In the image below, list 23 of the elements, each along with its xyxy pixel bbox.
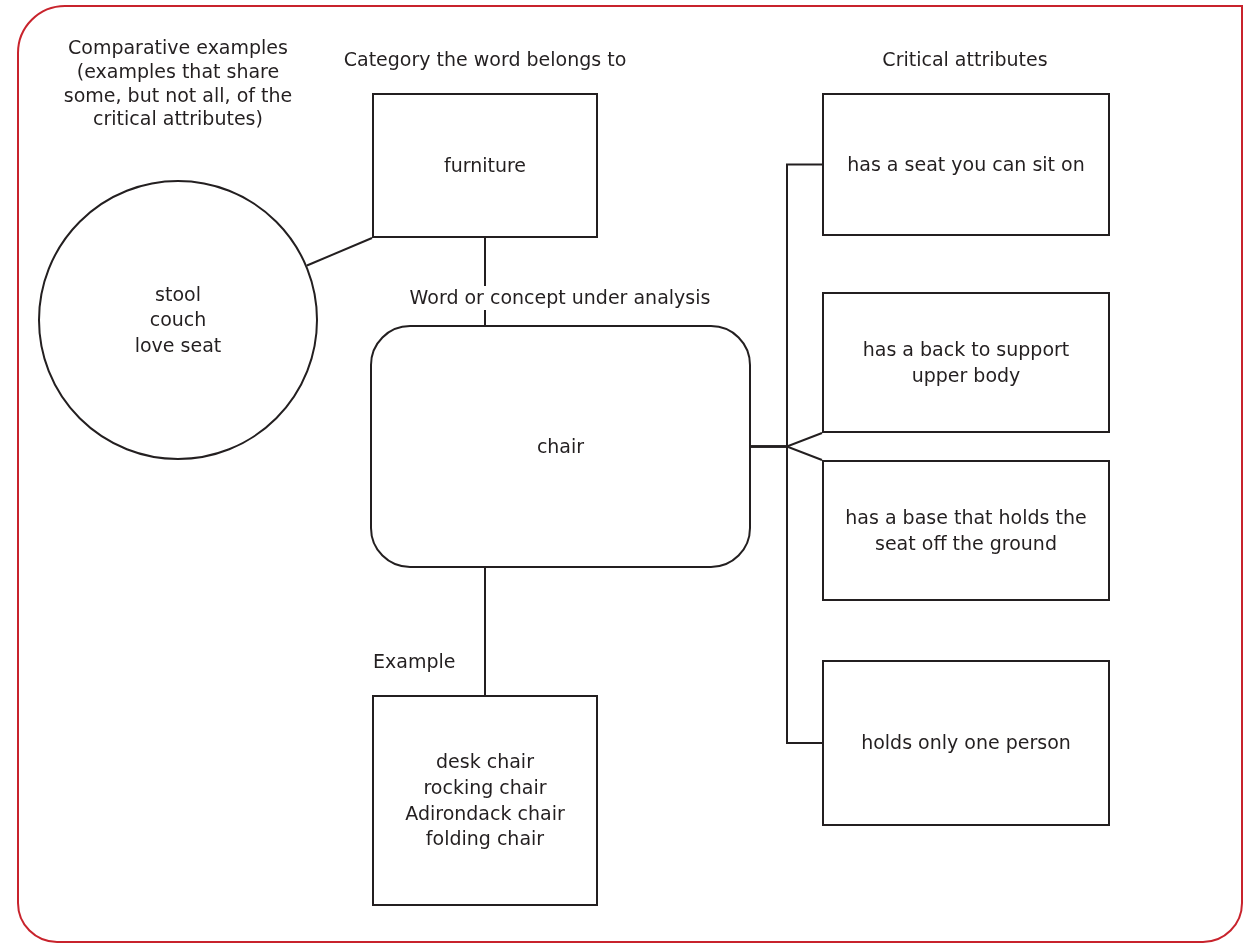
- concept-box: [370, 325, 751, 568]
- node-text: folding chair: [425, 826, 545, 852]
- node-text: desk chair: [436, 749, 534, 775]
- text-box: [372, 93, 598, 238]
- text-box: [822, 292, 1110, 433]
- connector-line: [305, 237, 373, 267]
- text-box: [822, 660, 1110, 826]
- text-box: [372, 695, 598, 906]
- connector-line: [750, 445, 823, 744]
- text-box: [822, 93, 1110, 236]
- node-text: has a seat you can sit on: [847, 151, 1085, 177]
- node-text: Adirondack chair: [405, 800, 565, 826]
- node-text: has a back to support upper body: [861, 336, 1071, 388]
- node-text: has a base that holds the seat off the ground: [844, 504, 1088, 556]
- node-text: stool: [155, 281, 201, 307]
- node-text: chair: [536, 433, 585, 459]
- connector-line: [484, 567, 486, 696]
- node-text: furniture: [443, 152, 527, 178]
- node-text: love seat: [134, 332, 222, 358]
- node-text: rocking chair: [423, 774, 547, 800]
- text-box: [822, 460, 1110, 601]
- node-text: couch: [149, 307, 207, 333]
- node-text: holds only one person: [861, 730, 1071, 756]
